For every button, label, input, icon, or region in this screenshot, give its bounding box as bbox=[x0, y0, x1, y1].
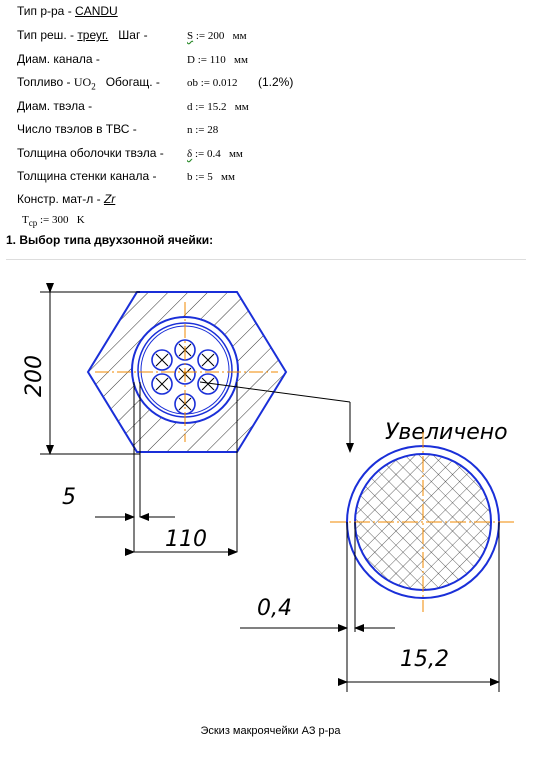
clad-var: δ bbox=[187, 148, 193, 160]
material-value: Zr bbox=[103, 192, 116, 206]
rod-diam-expr: d := 15.2 мм bbox=[187, 101, 249, 113]
rod-diam-label: Диам. твэла - bbox=[17, 99, 93, 113]
reactor-type-value: CANDU bbox=[75, 4, 118, 18]
material-row: Констр. мат-л - Zr bbox=[17, 192, 115, 206]
pitch-label: Шаг - bbox=[118, 28, 148, 42]
channel-dim-text: 110 bbox=[165, 527, 207, 552]
rod-count-label: Число твэлов в ТВС - bbox=[17, 122, 137, 136]
channel-diam-label: Диам. канала - bbox=[17, 52, 100, 66]
material-label: Констр. мат-л - bbox=[17, 192, 104, 206]
wall-expr: b := 5 мм bbox=[187, 171, 235, 183]
fuel-value: UO2 bbox=[73, 75, 96, 92]
wall-dim-text: 5 bbox=[62, 485, 76, 510]
fuel-rod-crosses bbox=[155, 343, 215, 411]
clad-dim-text: 0,4 bbox=[257, 596, 292, 621]
section-title: 1. Выбор типа двухзонной ячейки: bbox=[6, 233, 214, 247]
figure-caption: Эскиз макроячейки АЗ р-ра bbox=[200, 725, 341, 737]
enlarged-label: Увеличено bbox=[385, 420, 508, 445]
clad-label: Толщина оболочки твэла - bbox=[17, 146, 164, 160]
wall-label: Толщина стенки канала - bbox=[17, 169, 157, 183]
reactor-type-label: Тип р-ра - bbox=[17, 4, 76, 18]
rod-dim-text: 15,2 bbox=[400, 647, 449, 672]
macrocell-sketch: 200 Увеличено 5 110 0,4 15,2 bbox=[22, 283, 516, 692]
hexagon-axes bbox=[95, 302, 278, 442]
channel-diam-expr: D := 110 мм bbox=[187, 54, 248, 66]
fuel-label: Топливо - bbox=[17, 75, 74, 89]
pitch-var: S bbox=[187, 30, 194, 42]
enlarged-rod bbox=[330, 432, 516, 612]
lattice-label: Тип реш. - bbox=[17, 28, 78, 42]
enrich-percent: (1.2%) bbox=[258, 75, 294, 89]
clad-expr: δ := 0.4 мм bbox=[187, 148, 243, 160]
leader-line bbox=[199, 381, 354, 453]
rod-dimensions bbox=[240, 522, 500, 692]
rod-count-expr: n := 28 bbox=[187, 124, 219, 136]
pitch-dimension bbox=[40, 283, 140, 455]
enrich-label: Обогащ. - bbox=[105, 75, 160, 89]
fuel-row: Топливо - UO2 Обогащ. - bbox=[17, 75, 160, 93]
channel-dimension bbox=[95, 382, 238, 556]
pitch-expr: S := 200 мм bbox=[187, 30, 247, 42]
temperature-expr: Tcp := 300 K bbox=[22, 214, 85, 229]
pitch-unit: мм bbox=[232, 30, 247, 42]
lattice-value: треуг. bbox=[77, 28, 109, 42]
pitch-dim-text: 200 bbox=[22, 355, 47, 397]
enrich-expr: ob := 0.012 bbox=[187, 77, 238, 89]
reactor-type-row: Тип р-ра - CANDU bbox=[17, 4, 118, 18]
lattice-row: Тип реш. - треуг. Шаг - bbox=[17, 28, 148, 42]
divider bbox=[6, 259, 526, 260]
